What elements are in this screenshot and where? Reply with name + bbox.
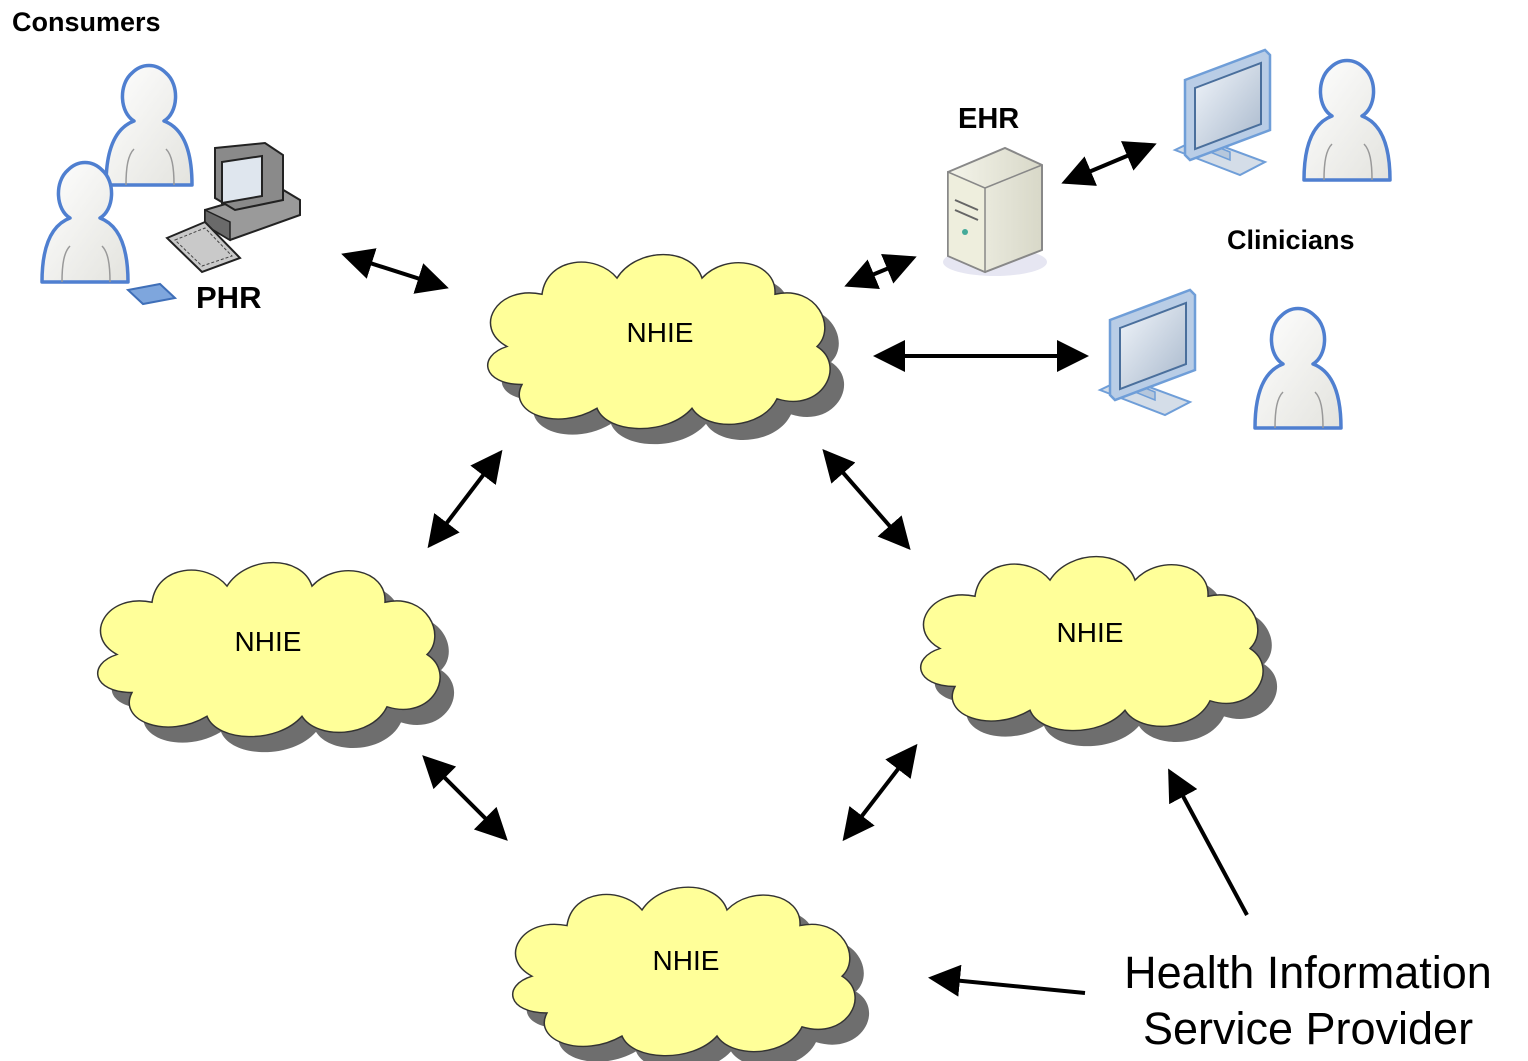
consumers-label: Consumers [12,7,161,37]
connector-arrows [341,141,1249,997]
cloud-bottom: NHIE [511,886,870,1061]
provider-label-line2: Service Provider [1143,1003,1473,1054]
arrow-top-right [822,448,911,551]
arrow-phr-nhie [341,248,449,294]
monitor-icon [1098,288,1197,417]
cloud-bottom-label: NHIE [653,945,720,976]
clinicians-label: Clinicians [1227,225,1355,255]
cloud-right: NHIE [919,555,1278,747]
user-icon [1253,306,1343,430]
ehr-label: EHR [958,103,1019,135]
user-icon [1302,58,1392,182]
phr-label: PHR [196,280,261,315]
arrow-provider-right-cloud [1168,768,1249,916]
arrow-left-bottom [422,755,508,841]
arrow-top-left [427,449,503,549]
server-tower-icon [943,146,1047,276]
cloud-top: NHIE [486,253,845,445]
arrow-provider-bottom-cloud [928,964,1086,997]
arrow-nhie-ehr [844,253,917,290]
arrow-right-bottom [842,743,918,842]
arrow-ehr-clinician [1061,141,1157,186]
cloud-left-label: NHIE [235,626,302,657]
desktop-computer-icon [125,141,301,306]
monitor-icon [1173,48,1272,177]
cloud-top-label: NHIE [627,317,694,348]
user-icon [104,63,194,187]
cloud-right-label: NHIE [1057,617,1124,648]
cloud-left: NHIE [96,561,455,753]
provider-label-line1: Health Information [1124,947,1492,998]
